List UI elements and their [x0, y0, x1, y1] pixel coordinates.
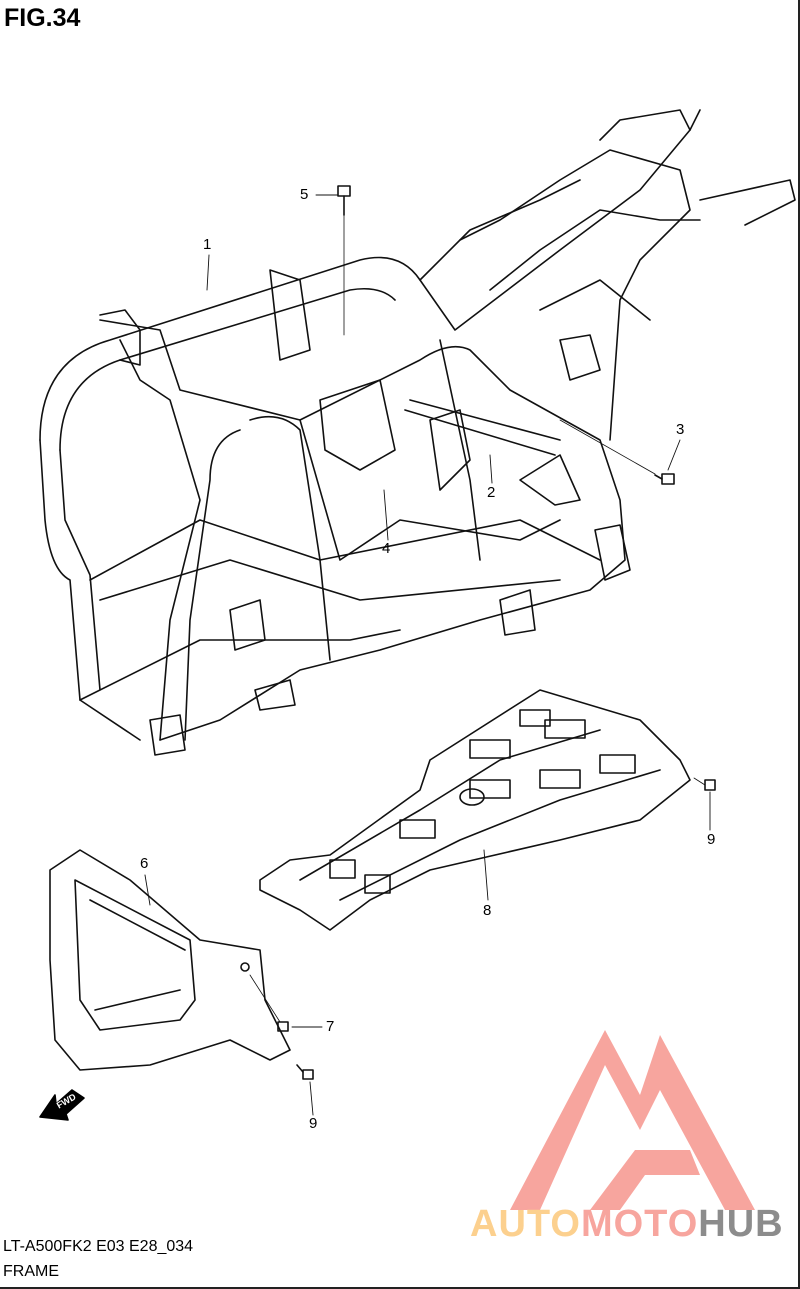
callout-9-right: 9 — [707, 831, 716, 848]
callout-4: 4 — [382, 540, 391, 557]
callout-1: 1 — [203, 236, 212, 253]
callout-2: 2 — [487, 484, 496, 501]
front-guard-part-6 — [49, 849, 314, 1080]
watermark-hub: HUB — [698, 1203, 784, 1245]
model-code: LT-A500FK2 E03 E28_034 — [3, 1238, 194, 1255]
watermark-moto: MOTO — [580, 1203, 699, 1245]
skid-plate-part-8 — [259, 689, 716, 931]
callout-6: 6 — [140, 855, 149, 872]
callout-8: 8 — [483, 902, 492, 919]
watermark-logo-triangle — [510, 1030, 755, 1210]
section-name: FRAME — [3, 1263, 59, 1280]
bolt-part-3 — [559, 419, 675, 485]
callout-3: 3 — [676, 421, 685, 438]
bolt-part-5 — [337, 185, 351, 336]
callout-5: 5 — [300, 186, 309, 203]
figure-title: FIG.34 — [4, 4, 81, 32]
main-frame-part-1 — [39, 109, 796, 756]
callout-7: 7 — [326, 1018, 335, 1035]
watermark-text: AUTOMOTOHUB — [470, 1203, 784, 1246]
callout-leader-lines — [144, 194, 711, 1116]
fwd-arrow-icon — [39, 1089, 85, 1121]
watermark-auto: AUTO — [470, 1203, 581, 1245]
callout-9-left: 9 — [309, 1115, 318, 1132]
